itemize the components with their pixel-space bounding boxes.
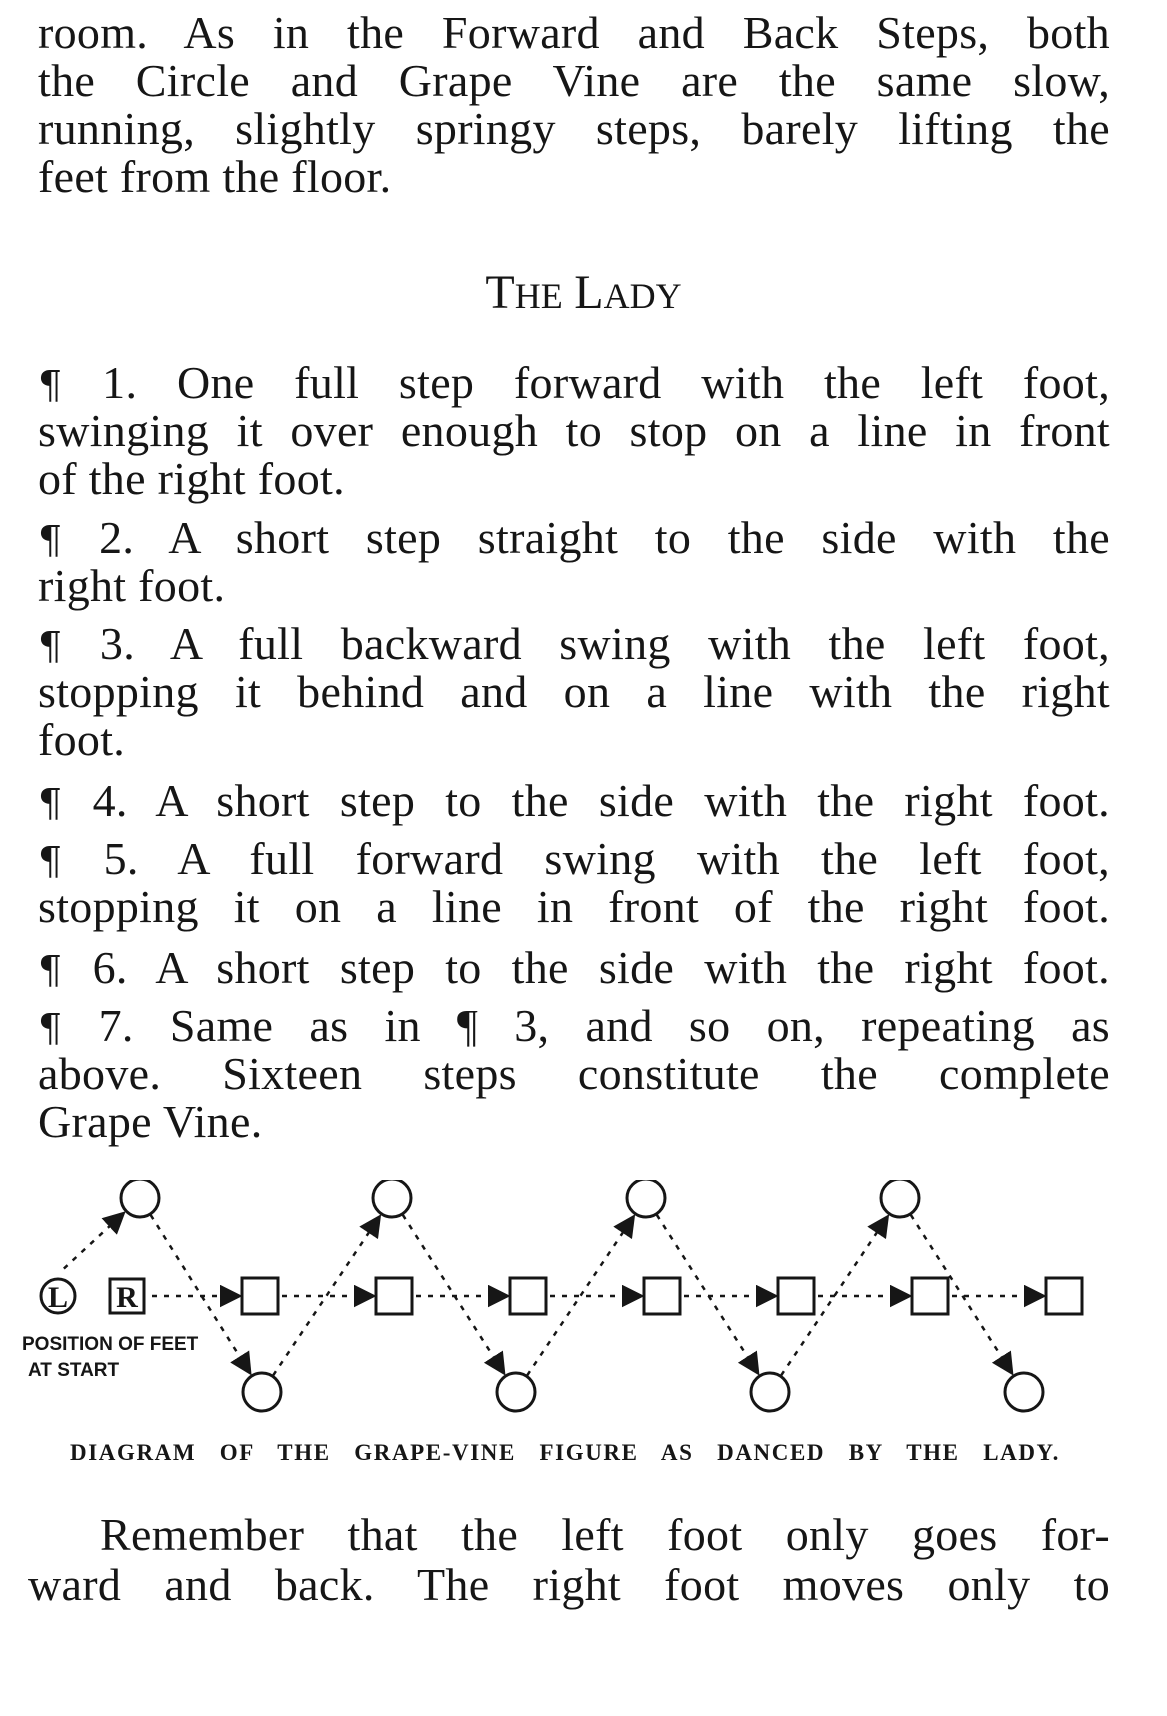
pilcrow-mark: ¶ [38, 948, 63, 992]
step-4-line: ¶ 4. A short step to the side with the r… [38, 775, 1110, 826]
text-line: stopping it on a line in front of the ri… [38, 881, 1110, 932]
swing-path [649, 1204, 760, 1376]
right-foot-position [374, 1276, 414, 1316]
pilcrow-mark: ¶ [38, 363, 63, 407]
svg-text:L: L [48, 1281, 68, 1314]
text-line: room. As in the Forward and Back Steps, … [38, 7, 1110, 58]
left-foot-forward-position [625, 1180, 667, 1219]
grape-vine-diagram: L R [39, 1180, 1084, 1413]
text-line: foot. [38, 714, 126, 765]
left-foot-forward-position [371, 1180, 413, 1219]
position-label: POSITION OF FEET [22, 1334, 199, 1355]
swing-path [773, 1214, 890, 1387]
step-5-line: ¶ 5. A full forward swing with the left … [38, 833, 1110, 884]
text-line: swinging it over enough to stop on a lin… [38, 405, 1110, 456]
step-1-line: ¶ 1. One full step forward with the left… [38, 357, 1110, 408]
foot-positions [119, 1180, 1084, 1413]
text-line: feet from the floor. [38, 151, 392, 202]
swing-path [395, 1204, 506, 1376]
swing-path [143, 1204, 252, 1376]
pilcrow-mark: ¶ [38, 781, 63, 825]
left-foot-back-position [241, 1371, 283, 1413]
step-paths [63, 1204, 1047, 1387]
position-label: AT START [28, 1360, 120, 1381]
left-foot-back-position [749, 1371, 791, 1413]
text-line: running, slightly springy steps, barely … [38, 103, 1110, 154]
text-line: right foot. [38, 560, 226, 611]
swing-path [903, 1204, 1014, 1376]
text-line: the Circle and Grape Vine are the same s… [38, 55, 1110, 106]
step-3-line: ¶ 3. A full backward swing with the left… [38, 618, 1110, 669]
right-foot-position [776, 1276, 816, 1316]
text-line: ward and back. The right foot moves only… [28, 1559, 1110, 1610]
pilcrow-mark: ¶ [38, 1006, 63, 1050]
step-2-line: ¶ 2. A short step straight to the side w… [38, 512, 1110, 563]
text-line: stopping it behind and on a line with th… [38, 666, 1110, 717]
text-line: Remember that the left foot only goes fo… [100, 1509, 1110, 1560]
left-foot-start: L [39, 1277, 77, 1315]
right-foot-position [910, 1276, 950, 1316]
left-foot-forward-position [119, 1180, 161, 1219]
pilcrow-mark: ¶ [38, 624, 63, 668]
right-foot-position [508, 1276, 548, 1316]
right-foot-position [1044, 1276, 1084, 1316]
right-foot-position [642, 1276, 682, 1316]
step-6-line: ¶ 6. A short step to the side with the r… [38, 942, 1110, 993]
svg-text:R: R [116, 1281, 138, 1314]
swing-path [519, 1214, 636, 1387]
pilcrow-mark: ¶ [38, 518, 63, 562]
left-foot-forward-position [879, 1180, 921, 1219]
text-line: Grape Vine. [38, 1096, 263, 1147]
right-foot-start: R [108, 1277, 146, 1315]
right-foot-position [240, 1276, 280, 1316]
text-line: above. Sixteen steps constitute the comp… [38, 1048, 1110, 1099]
text-line: of the right foot. [38, 453, 345, 504]
left-foot-back-position [1003, 1371, 1045, 1413]
swing-path [265, 1214, 382, 1387]
step-7-line: ¶ 7. Same as in ¶ 3, and so on, repeatin… [38, 1000, 1110, 1051]
pilcrow-mark: ¶ [38, 839, 63, 883]
swing-path [63, 1211, 126, 1270]
diagram-caption: DIAGRAM OF THE GRAPE-VINE FIGURE AS DANC… [70, 1440, 1060, 1465]
section-heading: THE LADY [485, 266, 682, 319]
left-foot-back-position [495, 1371, 537, 1413]
